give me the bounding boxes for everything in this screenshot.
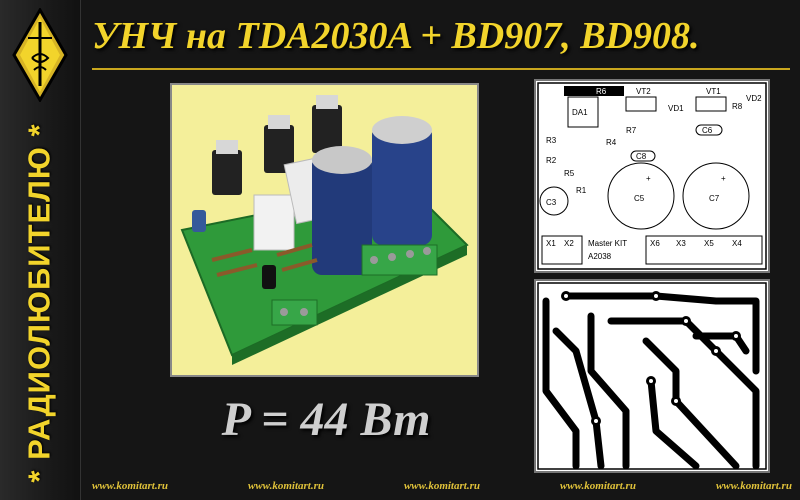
title-divider <box>92 68 790 70</box>
label-c7-plus: + <box>721 174 726 183</box>
label-x5: X5 <box>704 239 714 248</box>
page-title: УНЧ на TDA2030A + BD907, BD908. <box>92 15 700 57</box>
label-vd2: VD2 <box>746 94 762 103</box>
label-r2: R2 <box>546 156 557 165</box>
label-c5-plus: + <box>646 174 651 183</box>
amplifier-board-image <box>180 95 469 365</box>
label-da1: DA1 <box>572 108 588 117</box>
footer-link[interactable]: www.komitart.ru <box>403 480 480 492</box>
footer-link[interactable]: www.komitart.ru <box>559 480 636 492</box>
pcb-trace-layout <box>534 279 770 473</box>
label-c5: C5 <box>634 194 645 203</box>
label-kit1: Master KIT <box>588 239 627 248</box>
label-x4: X4 <box>732 239 742 248</box>
label-x2: X2 <box>564 239 574 248</box>
pcb-silkscreen-diagram: R6 VT2 VT1 DA1 R8 VD2 VD1 R7 C6 R4 C8 R3… <box>537 82 767 270</box>
footer-link[interactable]: www.komitart.ru <box>715 480 792 492</box>
label-vt1: VT1 <box>706 87 721 96</box>
power-rating: P = 44 Вт <box>221 393 431 446</box>
footer-link[interactable]: www.komitart.ru <box>247 480 324 492</box>
label-c6: C6 <box>702 126 713 135</box>
label-r1: R1 <box>576 186 587 195</box>
side-title-text: * РАДИОЛЮБИТЕЛЮ * <box>22 123 58 483</box>
label-c8: C8 <box>636 152 647 161</box>
label-vt2: VT2 <box>636 87 651 96</box>
pcb-traces-diagram <box>537 282 767 470</box>
footer-link[interactable]: www.komitart.ru <box>92 480 169 492</box>
label-r5: R5 <box>564 169 575 178</box>
antenna-logo-icon <box>12 8 68 102</box>
label-c3: C3 <box>546 198 557 207</box>
label-r4: R4 <box>606 138 617 147</box>
label-x3: X3 <box>676 239 686 248</box>
label-r7: R7 <box>626 126 637 135</box>
footer-links: www.komitart.ru www.komitart.ru www.komi… <box>92 480 792 496</box>
label-x1: X1 <box>546 239 556 248</box>
label-r8: R8 <box>732 102 743 111</box>
side-title: * РАДИОЛЮБИТЕЛЮ * <box>16 118 64 488</box>
pcb-component-layout: R6 VT2 VT1 DA1 R8 VD2 VD1 R7 C6 R4 C8 R3… <box>534 79 770 273</box>
product-photo <box>170 83 479 377</box>
label-x6: X6 <box>650 239 660 248</box>
label-r6: R6 <box>596 87 607 96</box>
label-kit2: A2038 <box>588 252 612 261</box>
label-c7: C7 <box>709 194 720 203</box>
label-vd1: VD1 <box>668 104 684 113</box>
label-r3: R3 <box>546 136 557 145</box>
